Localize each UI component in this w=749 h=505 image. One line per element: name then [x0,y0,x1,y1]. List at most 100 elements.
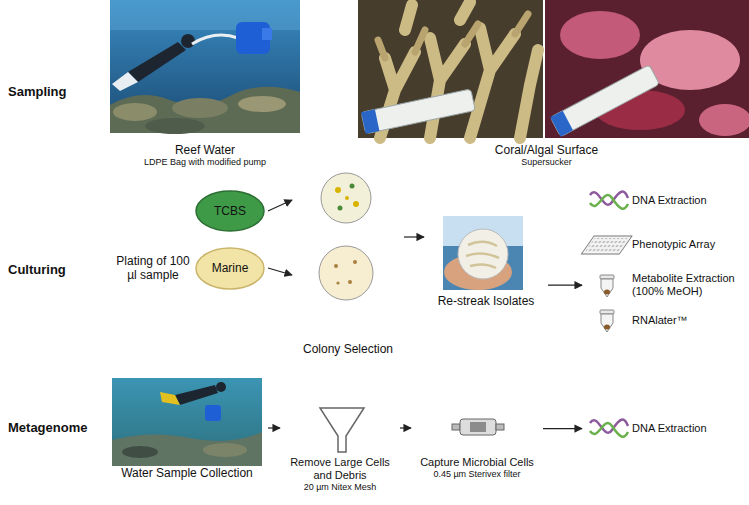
step-subtitle: 20 µm Nitex Mesh [283,482,397,493]
diver-fin [112,72,138,91]
sample-bag [205,405,221,421]
step-title: Re-streak Isolates [427,294,545,308]
algae-patch [560,11,640,59]
coral-mound [203,443,247,457]
colony-plates [319,173,373,300]
step-note: Plating of 100 µl sample [110,254,196,283]
agar-plate [458,229,508,279]
colony [348,280,352,284]
step-subtitle: Supersucker [348,157,745,168]
dna-strand [590,420,628,433]
plate-wells [585,238,629,252]
sampling-step: Reef WaterLDPE Bag with modified pump [107,0,303,168]
output-label: DNA Extraction [632,194,742,207]
dish-shape [196,248,264,289]
output-label: Phenotypic Array [632,238,742,251]
colony [353,201,359,207]
diver-head [216,382,226,392]
flow-arrow [268,268,292,275]
dish-label: TCBS [214,204,246,218]
process-step: Re-streak Isolates [427,214,545,308]
filter-body [460,419,496,435]
coral-mound [145,118,205,134]
colony [350,184,355,189]
flow-arrow [268,200,292,211]
photo-water [110,0,300,133]
filter-membrane [470,422,486,432]
row-label: Metagenome [8,420,87,436]
tube-body [550,65,659,137]
flow-arrow [404,236,424,237]
output-item: Phenotypic Array [585,238,742,251]
colony [334,264,338,268]
culture-dish: TCBS [195,190,265,232]
process-step: Capture Microbial Cells0.45 µm Sterivex … [414,400,540,480]
culture-dish: Marine [195,247,265,290]
coral-tips [378,14,528,58]
filter-outlet [496,424,504,430]
photo-seabed [110,87,300,133]
tube-cap [550,111,573,137]
process-step: Remove Large Cells and Debris20 µm Nitex… [283,400,397,493]
tube-body [361,89,475,134]
tube-cap [361,109,379,133]
sterivex-icon [452,419,504,435]
coral-mound [238,96,286,112]
restreak-photo [443,216,523,290]
output-label: RNAlater™ [632,314,742,327]
funnel-icon [320,408,364,452]
supersucker-tube [550,65,659,137]
tube-icon [600,275,614,297]
tube-icon [600,310,614,332]
bag-cap [262,28,272,40]
phenotypic-plate-icon [581,236,632,254]
dna-strand [590,423,628,437]
agar-plate [321,173,371,223]
dna-icon [590,420,628,437]
tube-cap [600,310,614,314]
coral-surface-photo [358,0,749,138]
output-item: DNA Extraction [585,194,742,207]
colony [338,206,343,211]
water-collection-photo [112,378,262,466]
dna-strand [590,195,628,209]
step-subtitle: 0.45 µm Sterivex filter [414,469,540,480]
tube-body [601,279,613,297]
dish-shape [196,191,264,231]
output-item: Metabolite Extraction (100% MeOH) [585,272,742,298]
photo-coral-bg [358,0,543,138]
pump-tube [192,35,238,44]
dna-icon [590,192,628,209]
step-title: Reef Water [107,143,303,157]
output-item: RNAlater™ [585,314,742,327]
output-item: DNA Extraction [585,422,742,435]
coral-mound [113,103,157,121]
coral-mound [122,446,158,458]
supersucker-tube [361,89,475,134]
tube-cap [600,275,614,279]
photo-seabed [112,432,262,466]
colony [335,187,341,193]
diver-fin [160,392,180,405]
diver-body [128,42,186,82]
sampling-step: Coral/Algal SurfaceSupersucker [348,0,745,168]
agar-plate [319,246,373,300]
filter-inlet [452,424,460,430]
step-title: Coral/Algal Surface [348,143,745,157]
colony [345,196,349,200]
algae-patch [699,104,749,136]
step-title: Capture Microbial Cells [414,456,540,469]
output-label: DNA Extraction [632,422,742,435]
flow-arrow [548,285,582,286]
dish-label: Marine [212,261,249,275]
step-title: Water Sample Collection [109,466,265,480]
process-step: Colony Selection [295,170,401,356]
step-title: Remove Large Cells and Debris [283,456,397,482]
diver-head [181,34,195,48]
streaks [466,242,499,268]
flow-arrow [268,427,280,428]
diver-body [175,385,218,405]
row-label: Culturing [8,262,66,278]
